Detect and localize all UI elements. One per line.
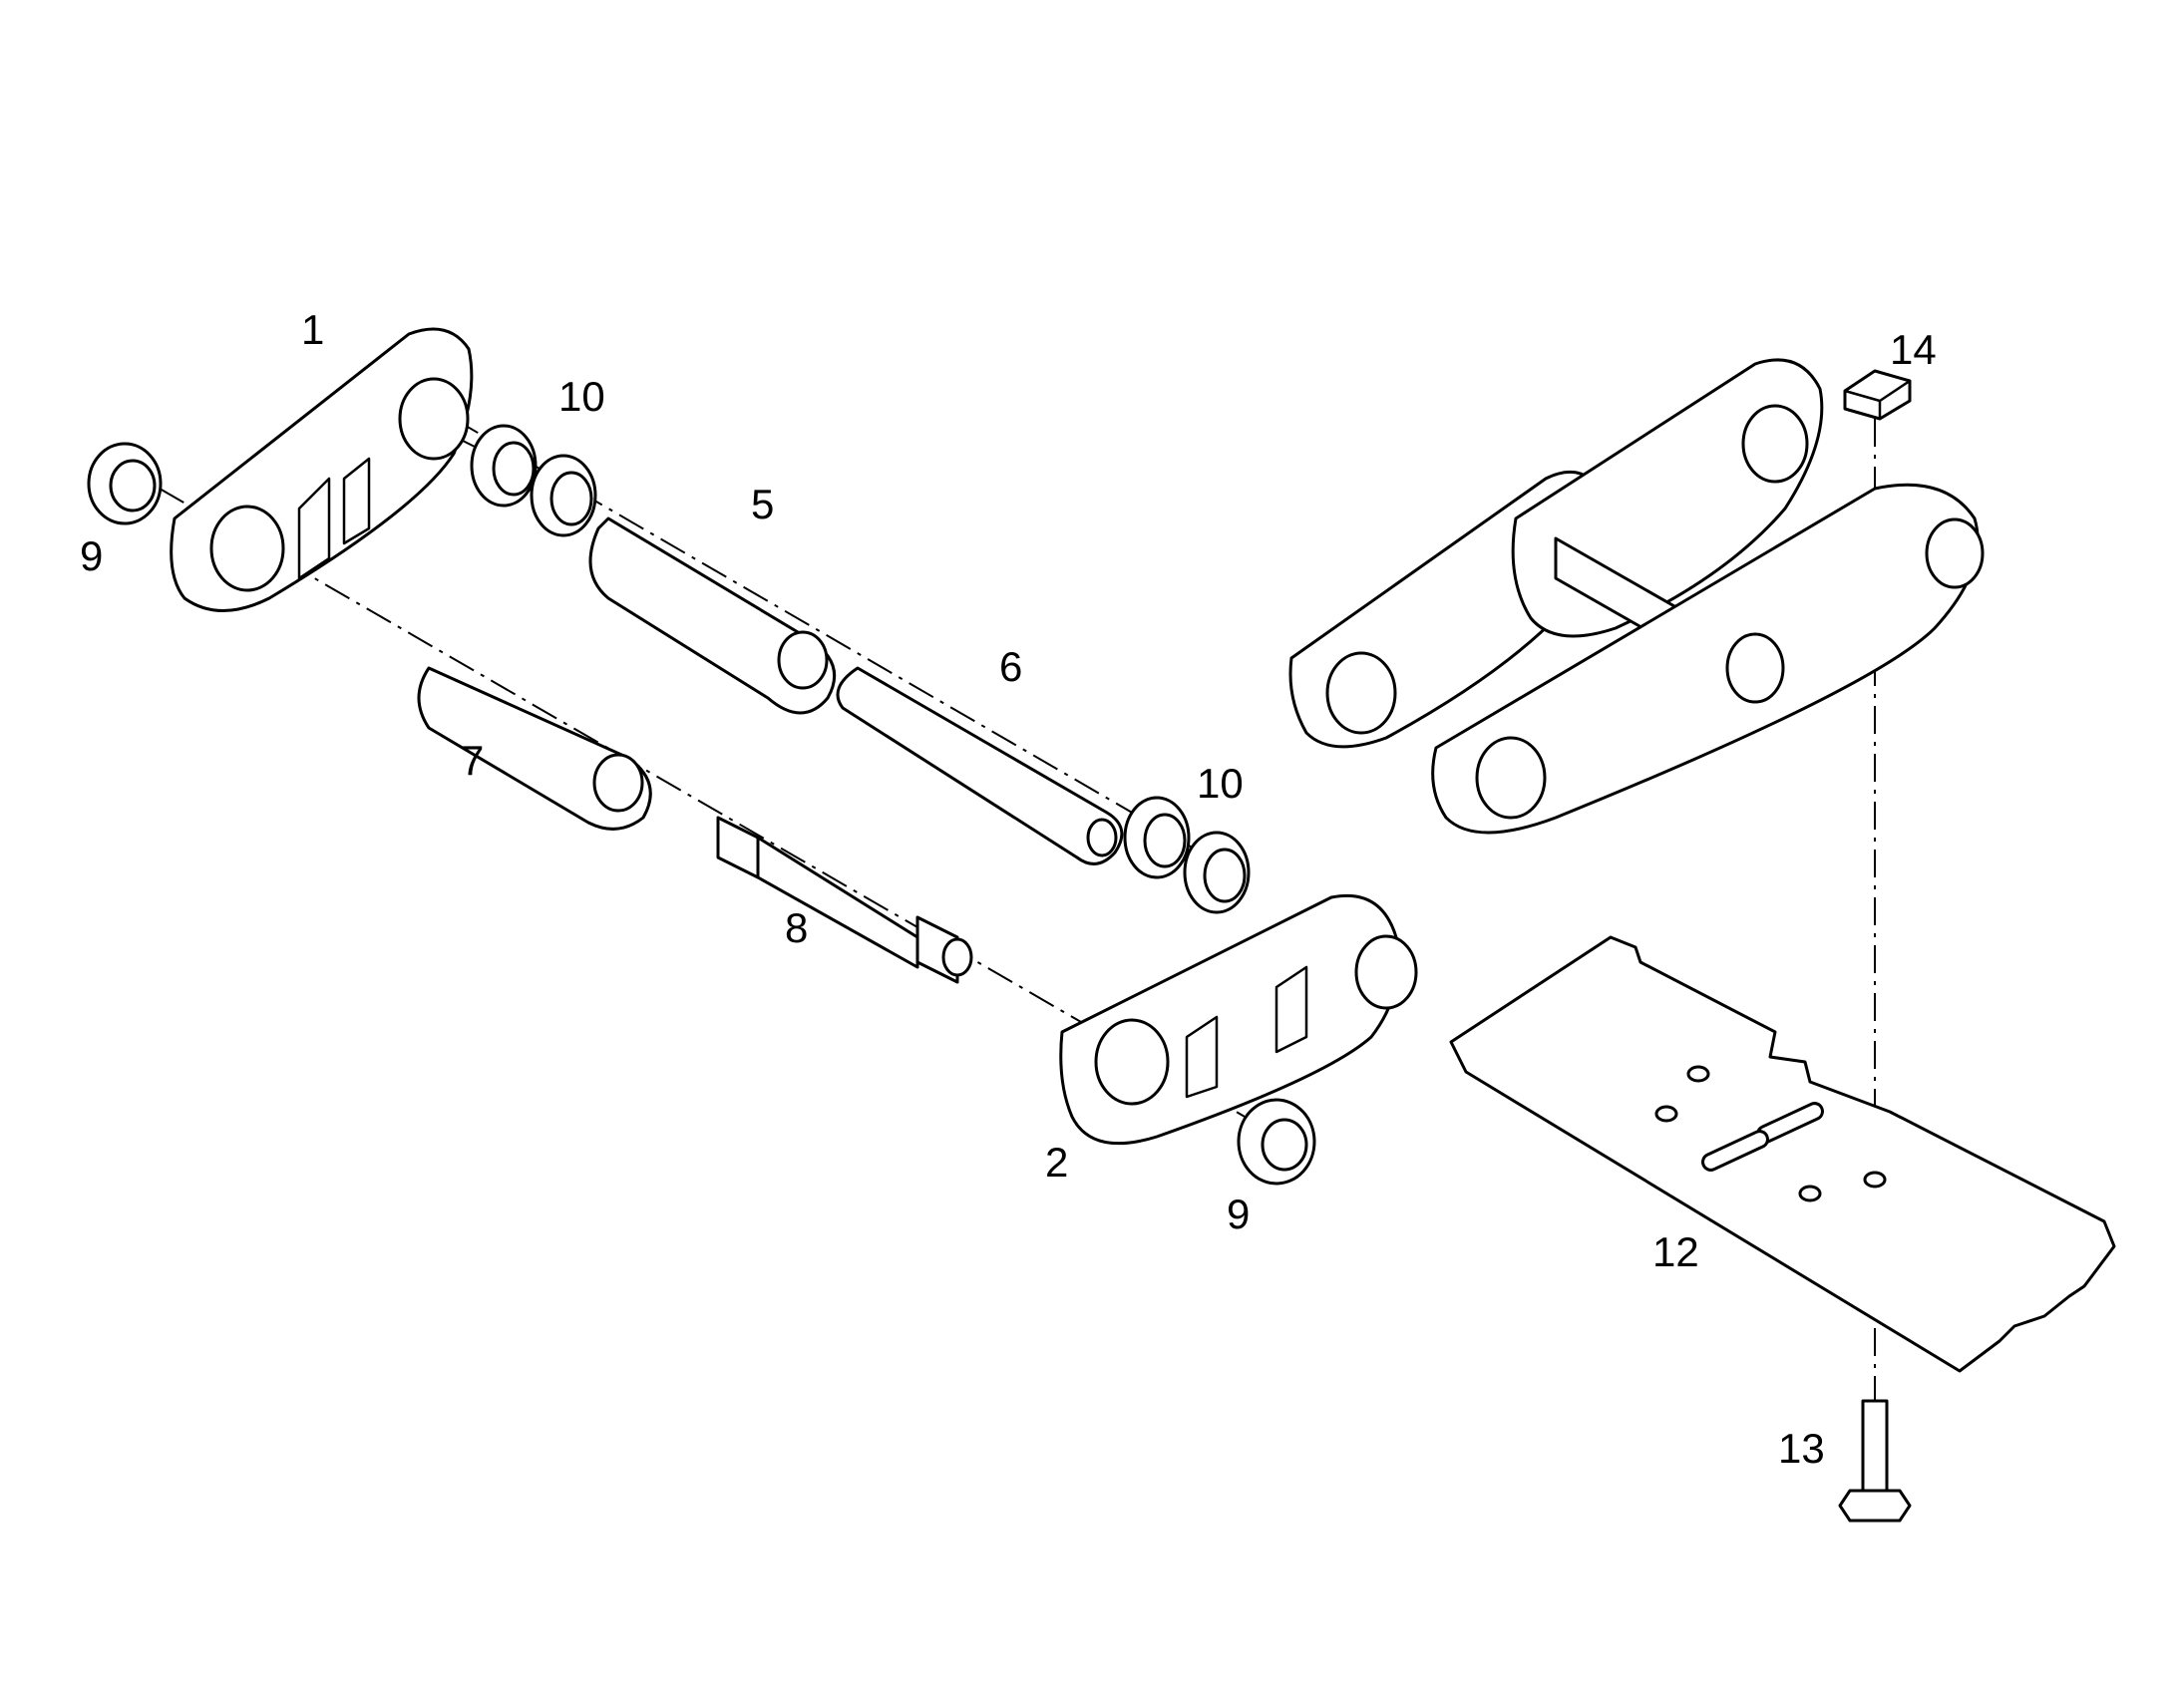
part-9-seal-left — [87, 442, 163, 525]
callout-10-upper: 10 — [558, 373, 605, 420]
callout-14: 14 — [1890, 326, 1937, 373]
part-5-bushing — [588, 516, 837, 715]
part-2-track-link-right — [1059, 893, 1418, 1146]
callout-5: 5 — [751, 481, 774, 527]
part-10-ring-upper-a — [470, 424, 538, 508]
part-1-track-link-left — [170, 327, 474, 612]
callout-labels: 1 2 5 6 7 8 9 9 10 10 12 13 14 — [80, 306, 1937, 1472]
assembled-track-links — [1288, 358, 1985, 835]
callout-7: 7 — [461, 737, 484, 784]
callout-10-lower: 10 — [1197, 760, 1244, 807]
part-14-nut — [1843, 369, 1912, 421]
part-10-ring-lower-a — [1123, 796, 1191, 879]
part-9-seal-right — [1237, 1098, 1316, 1186]
part-10-ring-upper-b — [530, 454, 597, 537]
part-6-pin — [836, 666, 1124, 865]
callout-8: 8 — [785, 904, 808, 951]
callout-2: 2 — [1045, 1139, 1068, 1186]
part-10-ring-lower-b — [1183, 831, 1251, 914]
part-7-bushing-lower — [417, 666, 652, 831]
callout-9-left: 9 — [80, 532, 103, 579]
part-13-bolt — [1838, 1399, 1912, 1523]
callout-6: 6 — [999, 643, 1022, 690]
callout-13: 13 — [1778, 1425, 1825, 1472]
callout-9-right: 9 — [1227, 1191, 1250, 1237]
callout-1: 1 — [301, 306, 324, 353]
part-12-track-shoe — [1449, 935, 2116, 1373]
callout-12: 12 — [1652, 1228, 1699, 1275]
part-8-master-pin — [716, 816, 973, 984]
